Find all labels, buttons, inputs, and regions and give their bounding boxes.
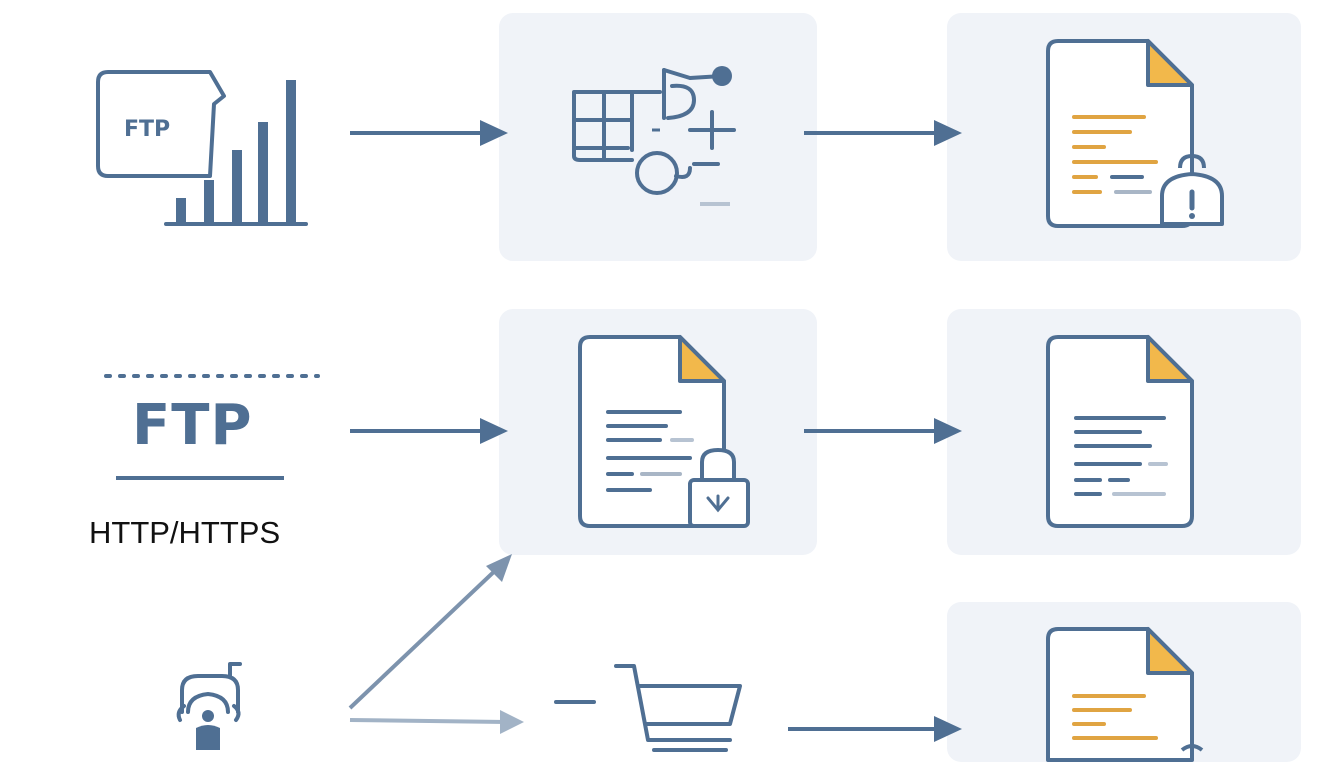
panel-transform [499,13,817,261]
ftp-small-label: FTP [124,117,171,142]
ftp-label: FTP [132,393,253,458]
protocol-label: HTTP/HTTPS [89,515,281,550]
